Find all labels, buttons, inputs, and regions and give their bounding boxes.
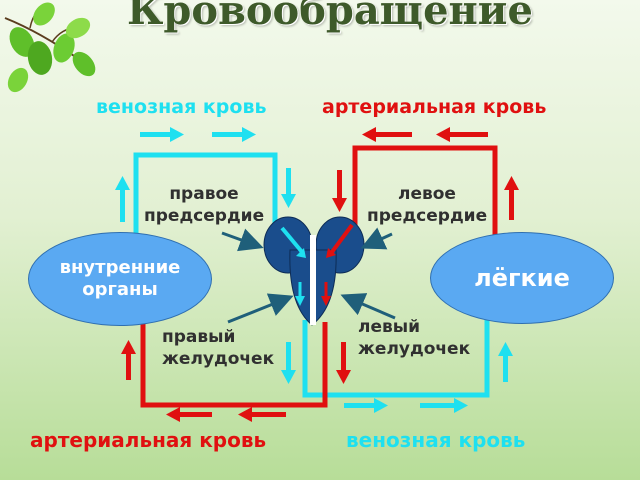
arterial-arrows-top [362, 127, 488, 142]
arterial-arrow-up-left [121, 340, 136, 380]
venous-blood-label-top: венозная кровь [96, 96, 267, 118]
venous-arrows-bottom [344, 398, 468, 413]
left-atrium-label: левое предсердие [367, 184, 488, 226]
internal-organs-oval: внутренние органы [28, 232, 212, 326]
venous-vessel-left [133, 152, 278, 235]
arterial-arrow-down-lower [336, 342, 351, 384]
heart-icon [263, 216, 365, 326]
heart-flow-arrows [280, 223, 354, 306]
lungs-oval: лёгкие [430, 232, 614, 324]
arterial-blood-label-bottom: артериальная кровь [30, 428, 267, 452]
arterial-arrow-up-right [504, 176, 519, 220]
chamber-pointers [221, 227, 396, 324]
venous-vessel-right [302, 300, 490, 398]
arterial-arrows-bottom [166, 407, 286, 422]
venous-arrow-up-right [498, 342, 513, 382]
venous-blood-label-bottom: венозная кровь [346, 428, 526, 452]
arterial-blood-label-top: артериальная кровь [322, 96, 547, 118]
right-atrium-label: правое предсердие [144, 184, 265, 226]
venous-arrow-down-lower [281, 342, 296, 384]
venous-arrow-up-left [115, 176, 130, 222]
arterial-arrow-down-upper [332, 170, 347, 212]
right-ventricle-label: правый желудочек [162, 327, 275, 369]
arterial-vessel-right [352, 145, 498, 240]
left-ventricle-label: левый желудочек [358, 317, 471, 359]
arterial-vessel-left [140, 300, 328, 408]
venous-arrow-down-upper [281, 168, 296, 208]
venous-arrows-top [140, 127, 256, 142]
leaves-icon [4, 2, 96, 93]
page-title: Кровообращение [127, 0, 533, 34]
